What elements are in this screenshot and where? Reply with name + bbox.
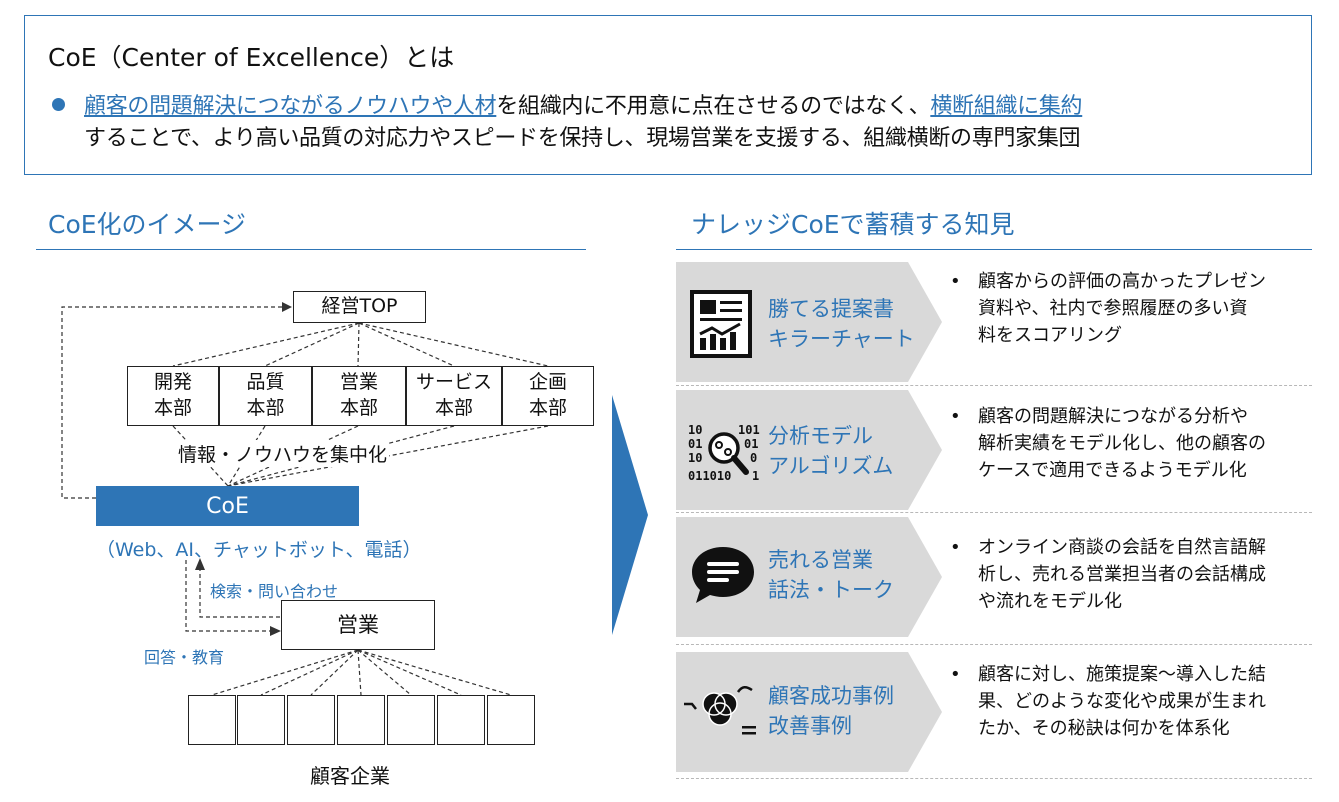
definition-link-knowhow[interactable]: 顧客の問題解決につながるノウハウや人材: [84, 94, 497, 119]
report-chart-icon: [690, 290, 752, 358]
svg-text:01: 01: [688, 437, 702, 451]
venn-transform-icon: [684, 686, 756, 735]
connector-sales-cust-2: [260, 649, 359, 696]
row-2-title: 分析モデルアルゴリズム: [768, 424, 894, 479]
customer-box: [387, 695, 435, 745]
arrow-answer: [270, 626, 281, 636]
centralize-label: 情報・ノウハウを集中化: [176, 440, 390, 467]
svg-text:10: 10: [688, 423, 702, 437]
definition-line-2: することで、より高い品質の対応力やスピードを保持し、現場営業を支援する、組織横断…: [84, 126, 1081, 151]
customer-box: [337, 695, 385, 745]
customers-label: 顧客企業: [310, 764, 390, 788]
customer-box: [487, 695, 535, 745]
row-separator: [676, 385, 1312, 386]
node-sales: 営業: [281, 600, 435, 650]
right-section-heading: ナレッジCoEで蓄積する知見: [691, 210, 1015, 239]
svg-text:101: 101: [738, 423, 760, 437]
coe-channels: （Web、AI、チャットボット、電話）: [96, 539, 422, 561]
arrow-to-top: [282, 302, 292, 312]
row-separator: [676, 778, 1312, 779]
svg-text:1: 1: [752, 469, 759, 483]
definition-bullet: [52, 98, 65, 111]
row-2-description: • 顧客の問題解決につながる分析や解析実績をモデル化し、他の顧客のケースで適用で…: [950, 406, 1266, 481]
row-4-description: • 顧客に対し、施策提案～導入した結果、どのような変化や成果が生まれたか、その秘…: [950, 664, 1266, 739]
connector-sales-cust-6: [357, 649, 462, 696]
row-separator: [676, 512, 1312, 513]
row-2-background: [676, 390, 942, 510]
connector-sales-cust-7: [357, 649, 512, 696]
left-section-heading: CoE化のイメージ: [48, 210, 247, 239]
coe-bar: CoE: [96, 486, 359, 526]
row-3-description: • オンライン商談の会話を自然言語解析し、売れる営業担当者の会話構成や流れをモデ…: [950, 537, 1266, 612]
svg-text:011010: 011010: [688, 469, 731, 483]
connector-top-dept-4: [358, 322, 455, 367]
node-dept-service: サービス本部: [406, 366, 502, 426]
connector-sales-cust-1: [211, 649, 359, 696]
definition-box: [24, 15, 1312, 175]
row-4-title: 顧客成功事例改善事例: [768, 684, 894, 739]
svg-text:0: 0: [750, 451, 757, 465]
customer-box: [188, 695, 236, 745]
definition-line-1-mid: を組織内に不用意に点在させるのではなく、: [496, 94, 931, 119]
svg-text:01: 01: [744, 437, 758, 451]
connector-dept4-coe: [227, 425, 455, 487]
row-3-title: 売れる営業話法・トーク: [768, 548, 894, 603]
definition-link-cross-org[interactable]: 横断組織に集約: [930, 94, 1083, 119]
arrow-search: [195, 558, 205, 570]
connector-top-dept-3: [357, 322, 360, 367]
row-1-description: • 顧客からの評価の高かったプレゼン資料や、社内で参照履歴の多い資料をスコアリン…: [950, 271, 1266, 346]
flow-chevron-arrow: [612, 395, 648, 635]
svg-text:10: 10: [688, 451, 702, 465]
customer-box: [437, 695, 485, 745]
connector-sales-cust-5: [357, 649, 412, 696]
left-section-rule: [36, 249, 586, 250]
definition-line-1: 顧客の問題解決につながるノウハウや人材を組織内に不用意に点在させるのではなく、横…: [84, 88, 1083, 120]
row-3-background: [676, 517, 942, 637]
node-top-management: 経営TOP: [293, 291, 426, 323]
connector-search: [199, 568, 280, 618]
row-1-title: 勝てる提案書キラーチャート: [768, 297, 915, 352]
row-separator: [676, 644, 1312, 645]
customer-box: [237, 695, 285, 745]
connector-top-dept-5: [358, 322, 549, 367]
node-dept-development: 開発本部: [127, 366, 219, 426]
right-section-rule: [676, 249, 1312, 250]
connector-top-dept-2: [264, 322, 360, 367]
node-dept-planning: 企画本部: [502, 366, 594, 426]
connector-sales-cust-4: [357, 649, 362, 696]
connector-sales-cust-3: [310, 649, 359, 696]
connector-coe-top: [61, 306, 282, 499]
speech-bubble-icon: [692, 547, 754, 603]
customer-box: [287, 695, 335, 745]
definition-title: CoE（Center of Excellence）とは: [48, 43, 455, 72]
answer-label: 回答・教育: [144, 648, 225, 667]
search-label: 検索・問い合わせ: [210, 582, 339, 601]
connector-top-dept-1: [172, 322, 360, 367]
node-dept-quality: 品質本部: [219, 366, 312, 426]
node-dept-sales: 営業本部: [312, 366, 406, 426]
connector-answer: [185, 560, 270, 632]
data-analysis-icon: 10 101 01 01 10 0 011010 1: [686, 422, 766, 486]
row-4-background: [676, 652, 942, 772]
